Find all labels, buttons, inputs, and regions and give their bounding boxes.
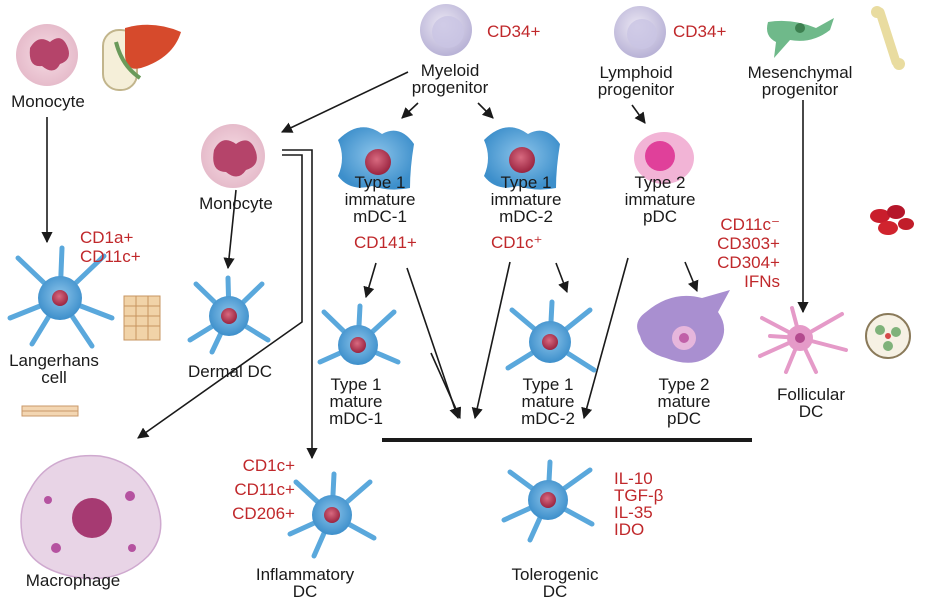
- liver-icon: [102, 24, 181, 91]
- monocyte-mid-label: Monocyte: [199, 194, 273, 213]
- arrow-myeloid-to-monocyte: [280, 71, 409, 133]
- arrow-myeloid-to-mdc2: [477, 102, 494, 119]
- immature-mdc1-cell: [338, 127, 414, 190]
- myeloid-cd34-marker: CD34+: [487, 22, 541, 41]
- monocyte-mid-cell: [201, 124, 265, 188]
- arrow-pdc-to-tolerogenic: [581, 257, 629, 420]
- myeloid-progenitor-cell: [420, 4, 472, 56]
- monocyte-top-cell: [16, 24, 78, 86]
- mature-pdc-cell: [637, 290, 730, 363]
- bone-icon: [871, 6, 905, 70]
- macrophage-label: Macrophage: [25, 571, 121, 590]
- inflammatory-dc-cell: [287, 471, 377, 559]
- red-blood-cells-icon: [870, 205, 914, 235]
- arrow-monocyte-to-inflammatory: [282, 149, 318, 460]
- langerhans-cell: [7, 245, 115, 349]
- inflammatory-markers: CD1c+CD11c+CD206+: [232, 456, 295, 523]
- arrow-mdc2-to-tolerogenic: [471, 261, 511, 420]
- arrows: [41, 71, 809, 460]
- immature-pdc-cell: [634, 132, 694, 184]
- arrow-mdc1-to-mature: [363, 262, 377, 299]
- arrow-mdc2-to-mature: [555, 262, 569, 294]
- macrophage-cell: [20, 454, 162, 580]
- arrow-monocyte-to-macrophage: [137, 154, 303, 439]
- skin-tissue-icon: [123, 295, 161, 341]
- lymphoid-cd34-marker: CD34+: [673, 22, 727, 41]
- arrow-monocyte-to-dermal: [223, 189, 237, 270]
- epithelium-strip-icon: [21, 405, 79, 417]
- mature-mdc1-cell: [317, 303, 401, 365]
- arrow-pdc-to-mature: [684, 261, 699, 293]
- dermal-dc-cell: [187, 275, 271, 355]
- follicular-dc-cell: [758, 306, 848, 374]
- mesenchymal-progenitor-cell: [767, 18, 834, 58]
- monocyte-top-label: Monocyte: [11, 92, 85, 111]
- cd1c-marker: CD1c⁺: [491, 233, 543, 252]
- immature-mdc2-cell: [484, 127, 560, 190]
- pdc-markers: CD11c⁻CD303+CD304+IFNs: [717, 215, 780, 291]
- lymph-node-icon: [865, 313, 911, 359]
- langerhans-markers: CD1a+CD11c+: [80, 228, 141, 266]
- arrow-mature-mdc1-to-tolerogenic-small: [430, 352, 462, 420]
- arrow-myeloid-to-mdc1: [401, 102, 419, 119]
- dermal-dc-label: Dermal DC: [187, 362, 273, 381]
- tolerogenic-dc-cell: [501, 459, 595, 543]
- cd141-marker: CD141+: [354, 233, 417, 252]
- arrow-lymphoid-to-pdc: [631, 104, 646, 124]
- lymphoid-progenitor-cell: [614, 6, 666, 58]
- mature-mdc2-cell: [505, 299, 597, 373]
